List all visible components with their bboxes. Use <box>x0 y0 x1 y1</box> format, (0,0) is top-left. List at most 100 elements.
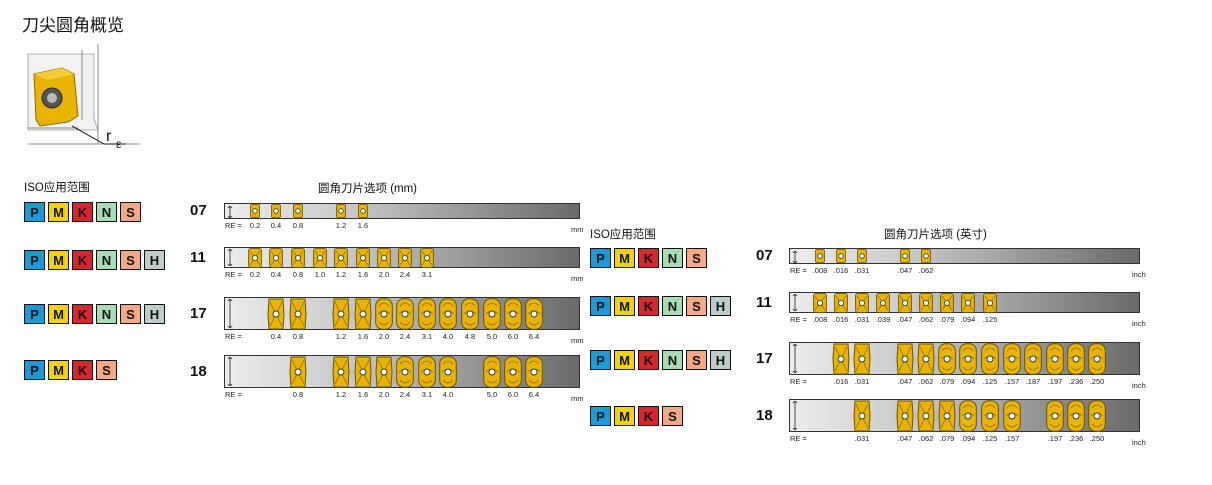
unit-label-metric: mm <box>571 336 584 345</box>
radius-value-label: 0.8 <box>292 332 304 341</box>
radius-value-label: .008 <box>812 315 828 324</box>
iso-badge-S: S <box>120 202 141 222</box>
radius-bar-imperial-07 <box>789 248 1140 264</box>
height-arrow-icon <box>792 400 798 431</box>
insert-icon <box>981 399 999 432</box>
metric-panel-title: 圆角刀片选项 (mm) <box>318 183 418 195</box>
insert-icon <box>1067 399 1085 432</box>
radius-symbol-subscript: ε <box>116 137 122 151</box>
insert-icon <box>289 356 307 388</box>
iso-badge-M: M <box>48 250 69 270</box>
radius-value-label: 4.8 <box>464 332 476 341</box>
insert-icon <box>398 247 412 268</box>
insert-icon <box>959 342 977 375</box>
iso-badge-M: M <box>614 248 635 268</box>
iso-badge-P: P <box>590 350 611 370</box>
insert-icon <box>336 204 346 218</box>
radius-value-label: .047 <box>897 266 913 275</box>
insert-icon <box>248 247 262 268</box>
insert-icon <box>483 297 501 330</box>
iso-badge-N: N <box>96 202 117 222</box>
iso-badge-H: H <box>144 250 165 270</box>
radius-value-label: 1.2 <box>335 332 347 341</box>
re-label: RE = <box>225 390 242 399</box>
iso-badge-S: S <box>120 304 141 324</box>
iso-badge-M: M <box>614 406 635 426</box>
re-label: RE = <box>790 434 807 443</box>
insert-icon <box>291 247 305 268</box>
radius-value-label: .250 <box>1089 434 1105 443</box>
radius-value-label: 4.0 <box>442 332 454 341</box>
insert-size-code-imperial-18: 18 <box>756 406 773 424</box>
radius-value-label: 1.6 <box>357 332 369 341</box>
radius-value-label: 0.2 <box>249 270 261 279</box>
iso-badge-M: M <box>48 202 69 222</box>
radius-value-label: .094 <box>960 315 976 324</box>
insert-icon <box>269 247 283 268</box>
radius-value-label: .062 <box>918 434 934 443</box>
radius-value-label: .016 <box>833 315 849 324</box>
iso-badge-K: K <box>638 248 659 268</box>
radius-value-label: .062 <box>918 377 934 386</box>
insert-icon <box>855 292 869 313</box>
iso-badge-P: P <box>590 406 611 426</box>
iso-heading-metric: ISO应用范围 <box>24 182 90 194</box>
radius-value-label: .031 <box>854 266 870 275</box>
iso-badge-M: M <box>614 350 635 370</box>
radius-value-label: .250 <box>1089 377 1105 386</box>
height-arrow-icon <box>792 293 798 312</box>
insert-icon <box>504 297 522 330</box>
insert-icon <box>853 343 871 375</box>
radius-value-label: .079 <box>939 377 955 386</box>
radius-value-label: 1.6 <box>357 390 369 399</box>
insert-icon <box>1088 399 1106 432</box>
iso-badge-N: N <box>662 350 683 370</box>
re-label: RE = <box>790 315 807 324</box>
radius-value-label: 3.1 <box>421 270 433 279</box>
radius-value-label: 1.2 <box>335 390 347 399</box>
iso-badge-S: S <box>120 250 141 270</box>
radius-value-label: 1.2 <box>335 270 347 279</box>
re-label: RE = <box>790 266 807 275</box>
radius-value-label: .236 <box>1068 377 1084 386</box>
radius-value-label: .039 <box>875 315 891 324</box>
insert-icon <box>504 355 522 388</box>
radius-value-label: .236 <box>1068 434 1084 443</box>
radius-value-label: .125 <box>982 434 998 443</box>
iso-badge-K: K <box>638 350 659 370</box>
radius-value-label: 1.6 <box>357 221 369 230</box>
insert-icon <box>377 247 391 268</box>
iso-badge-K: K <box>638 296 659 316</box>
radius-value-label: .079 <box>939 315 955 324</box>
insert-icon <box>917 400 935 432</box>
iso-badge-K: K <box>638 406 659 426</box>
radius-value-label: .157 <box>1004 377 1020 386</box>
iso-badge-K: K <box>72 304 93 324</box>
iso-badge-K: K <box>72 250 93 270</box>
insert-icon <box>250 204 260 218</box>
radius-bar-metric-07 <box>224 203 580 219</box>
iso-badge-M: M <box>48 360 69 380</box>
unit-label-imperial: inch <box>1132 319 1146 328</box>
insert-icon <box>375 297 393 330</box>
iso-badge-S: S <box>686 248 707 268</box>
radius-value-label: 5.0 <box>486 390 498 399</box>
radius-value-label: .047 <box>897 434 913 443</box>
iso-badge-N: N <box>96 250 117 270</box>
insert-icon <box>815 249 825 263</box>
iso-badge-P: P <box>590 248 611 268</box>
iso-badge-H: H <box>144 304 165 324</box>
radius-value-label: 0.4 <box>270 332 282 341</box>
page-title: 刀尖圆角概览 <box>22 16 124 35</box>
insert-icon <box>940 292 954 313</box>
insert-icon <box>354 356 372 388</box>
radius-value-label: 2.4 <box>399 332 411 341</box>
unit-label-imperial: inch <box>1132 381 1146 390</box>
radius-value-label: 6.0 <box>507 390 519 399</box>
unit-label-imperial: inch <box>1132 270 1146 279</box>
radius-value-label: .008 <box>812 266 828 275</box>
radius-value-label: 2.4 <box>399 270 411 279</box>
insert-icon <box>267 298 285 330</box>
